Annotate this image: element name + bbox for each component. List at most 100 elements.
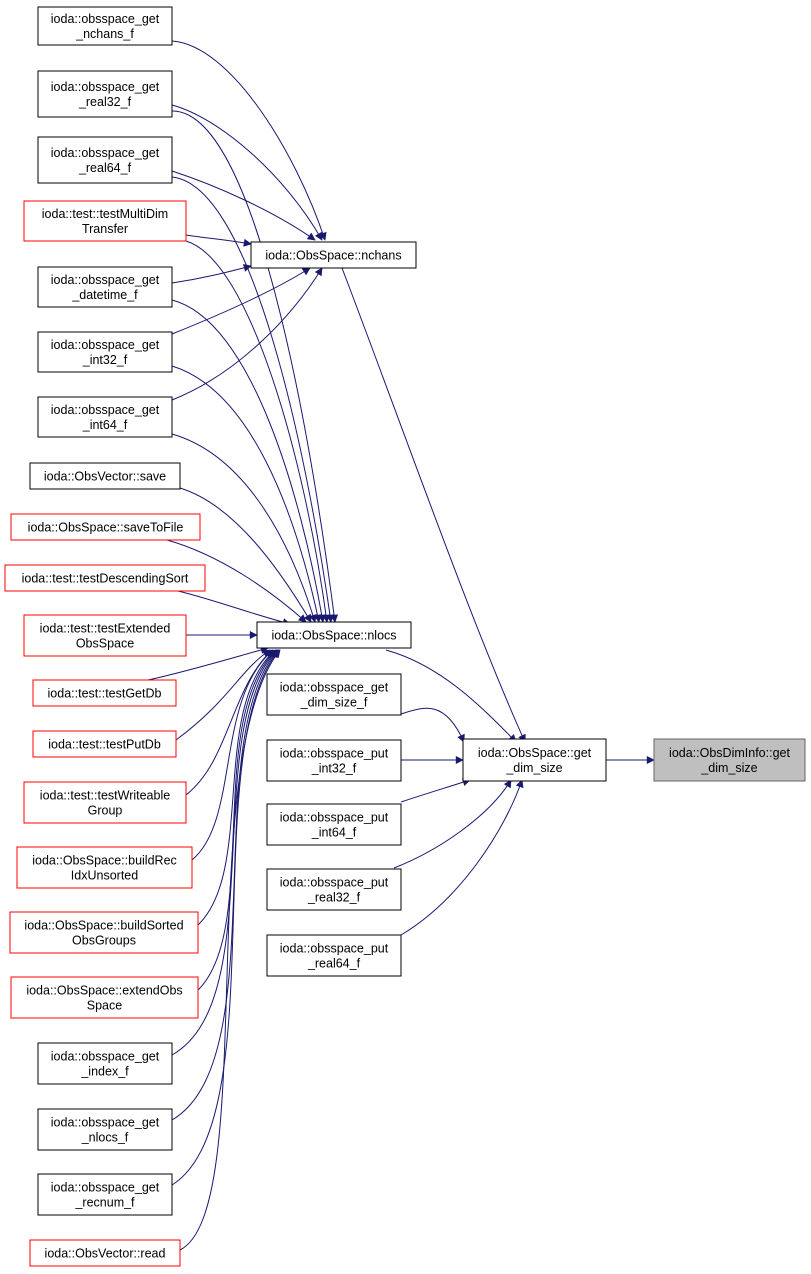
node-box[interactable] <box>37 1108 173 1151</box>
node-box[interactable] <box>37 1042 173 1085</box>
edge-getdb-to-nlocs <box>147 646 269 681</box>
node-label-line: Transfer <box>82 222 128 236</box>
node-obsspace-get-nlocs-f[interactable]: ioda::obsspace_get_nlocs_f <box>37 1108 173 1151</box>
edge-get-datetime-f-to-nchans <box>171 263 252 284</box>
node-obsdiminfo-get-dim-size[interactable]: ioda::ObsDimInfo::get_dim_size <box>653 738 806 782</box>
node-obsvector-read[interactable]: ioda::ObsVector::read <box>29 1239 181 1267</box>
node-box[interactable] <box>10 513 201 541</box>
node-obsspace-put-real32-f[interactable]: ioda::obsspace_put_real32_f <box>266 868 402 911</box>
node-obsspace-get-dim-size-f[interactable]: ioda::obsspace_get_dim_size_f <box>266 673 402 716</box>
node-obsspace-get-recnum-f[interactable]: ioda::obsspace_get_recnum_f <box>37 1173 173 1216</box>
edge-get-int32-f-to-nlocs <box>171 365 322 623</box>
node-box[interactable] <box>4 564 206 592</box>
node-box[interactable] <box>37 1173 173 1216</box>
node-box[interactable] <box>266 803 402 846</box>
node-label-line: ioda::obsspace_get <box>51 1181 160 1195</box>
edge-obsvector-save-to-nlocs <box>179 487 312 623</box>
node-obsspace-put-int64-f[interactable]: ioda::obsspace_put_int64_f <box>266 803 402 846</box>
node-box[interactable] <box>653 738 806 782</box>
node-box[interactable] <box>23 614 187 657</box>
node-label-line: ioda::ObsSpace::nlocs <box>271 629 396 643</box>
node-obsspace-get-datetime-f[interactable]: ioda::obsspace_get_datetime_f <box>37 266 173 308</box>
node-label-line: ioda::obsspace_get <box>51 338 160 352</box>
node-box[interactable] <box>37 396 173 438</box>
node-label-line: ioda::test::testExtended <box>40 622 171 636</box>
edge-put-real32-f-to-get-dim-size <box>393 779 512 869</box>
edge-nchans-to-get-dim-size <box>341 267 526 743</box>
edge-test-multidim-to-nlocs <box>185 240 330 623</box>
node-box[interactable] <box>32 679 177 707</box>
node-label-line: ioda::ObsSpace::buildSorted <box>24 919 183 933</box>
node-obsspace-get-real32-f[interactable]: ioda::obsspace_get_real32_f <box>37 70 173 118</box>
node-box[interactable] <box>23 200 187 242</box>
node-label-line: ioda::obsspace_put <box>280 747 389 761</box>
node-box[interactable] <box>29 1239 181 1267</box>
node-obsspace-put-real64-f[interactable]: ioda::obsspace_put_real64_f <box>266 934 402 977</box>
node-label-line: ioda::obsspace_get <box>51 273 160 287</box>
node-label-line: IdxUnsorted <box>71 869 138 883</box>
node-label-line: ioda::ObsSpace::saveToFile <box>28 521 184 535</box>
node-label-line: ioda::obsspace_get <box>51 12 160 26</box>
edge-get-real64-f-to-nchans <box>171 170 316 241</box>
edge-putdb-to-nlocs <box>175 649 271 741</box>
node-box[interactable] <box>462 738 607 782</box>
node-obsspace-nchans[interactable]: ioda::ObsSpace::nchans <box>250 241 417 269</box>
node-label-line: _real32_f <box>307 891 361 905</box>
node-obsspace-get-nchans-f[interactable]: ioda::obsspace_get_nchans_f <box>37 6 173 46</box>
node-box[interactable] <box>32 730 177 758</box>
node-label-line: ioda::ObsDimInfo::get <box>669 746 790 760</box>
edge-nlocs-to-get-dim-size <box>385 649 517 743</box>
edge-get-int32-f-to-nchans <box>171 267 311 335</box>
node-box[interactable] <box>37 70 173 118</box>
node-box[interactable] <box>266 868 402 911</box>
node-label-line: _int64_f <box>82 418 128 432</box>
node-box[interactable] <box>250 241 417 269</box>
node-obsspace-get-real64-f[interactable]: ioda::obsspace_get_real64_f <box>37 136 173 184</box>
node-box[interactable] <box>9 911 199 954</box>
node-obsspace-put-int32-f[interactable]: ioda::obsspace_put_int32_f <box>266 739 402 782</box>
edge-descending-sort-to-nlocs <box>177 590 291 627</box>
node-obsspace-nlocs[interactable]: ioda::ObsSpace::nlocs <box>256 621 412 649</box>
edge-put-int64-f-to-get-dim-size <box>400 778 471 803</box>
node-label-line: _dim_size <box>700 761 757 775</box>
node-box[interactable] <box>37 331 173 373</box>
node-test-putdb[interactable]: ioda::test::testPutDb <box>32 730 177 758</box>
node-box[interactable] <box>10 976 199 1019</box>
node-box[interactable] <box>266 739 402 782</box>
node-box[interactable] <box>266 673 402 716</box>
node-label-line: _index_f <box>80 1065 129 1079</box>
node-obsspace-get-index-f[interactable]: ioda::obsspace_get_index_f <box>37 1042 173 1085</box>
node-obsspace-get-dim-size[interactable]: ioda::ObsSpace::get_dim_size <box>462 738 607 782</box>
node-box[interactable] <box>37 266 173 308</box>
node-label-line: _nchans_f <box>75 27 134 41</box>
node-label-line: ioda::obsspace_put <box>280 876 389 890</box>
node-box[interactable] <box>16 846 193 889</box>
node-label-line: ioda::ObsSpace::buildRec <box>32 854 177 868</box>
node-obsspace-savetofile[interactable]: ioda::ObsSpace::saveToFile <box>10 513 201 541</box>
node-obsspace-get-int32-f[interactable]: ioda::obsspace_get_int32_f <box>37 331 173 373</box>
edge-get-int64-f-to-nchans <box>171 267 323 401</box>
node-box[interactable] <box>29 462 181 490</box>
node-label-line: ioda::ObsSpace::extendObs <box>26 984 182 998</box>
node-obsvector-save[interactable]: ioda::ObsVector::save <box>29 462 181 490</box>
edge-get-int64-f-to-nlocs <box>171 433 317 623</box>
edge-writeable-group-to-nlocs <box>185 649 273 796</box>
edge-get-dim-size-f-to-get-dim-size <box>400 707 465 743</box>
node-test-descending-sort[interactable]: ioda::test::testDescendingSort <box>4 564 206 592</box>
node-box[interactable] <box>266 934 402 977</box>
node-label-line: Space <box>87 999 122 1013</box>
node-label-line: ioda::obsspace_get <box>51 1050 160 1064</box>
node-box[interactable] <box>23 781 187 824</box>
node-label-line: ioda::test::testGetDb <box>48 687 162 701</box>
node-box[interactable] <box>256 621 412 649</box>
node-box[interactable] <box>37 136 173 184</box>
node-box[interactable] <box>37 6 173 46</box>
node-test-getdb[interactable]: ioda::test::testGetDb <box>32 679 177 707</box>
node-obsspace-get-int64-f[interactable]: ioda::obsspace_get_int64_f <box>37 396 173 438</box>
